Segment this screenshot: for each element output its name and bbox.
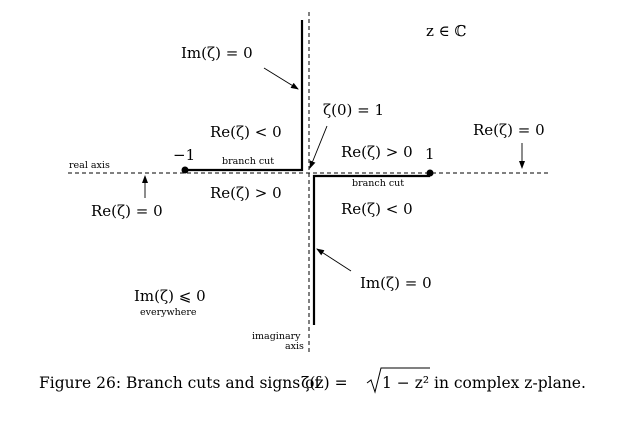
caption-suffix: in complex z-plane. — [434, 374, 586, 392]
caption-radicand: 1 − z² — [382, 374, 429, 392]
set-label: z ∈ ℂ — [426, 22, 467, 40]
caption-prefix: Figure 26: Branch cuts and signs of — [39, 374, 321, 392]
label-re-neg-upper: Re(ζ) < 0 — [210, 123, 282, 141]
label-re-zero-right: Re(ζ) = 0 — [473, 121, 545, 139]
branch-point-plus-one — [426, 169, 434, 177]
label-everywhere: everywhere — [140, 307, 197, 318]
label-imaginary-axis-1: imaginary — [252, 331, 301, 342]
label-re-pos-upper: Re(ζ) > 0 — [341, 143, 413, 161]
label-plus-one: 1 — [425, 145, 435, 163]
label-minus-one: −1 — [173, 146, 195, 164]
caption-radical-sign — [366, 367, 430, 394]
label-im-zero-top: Im(ζ) = 0 — [181, 44, 253, 62]
arrow-zeta-zero — [309, 125, 328, 169]
caption-formula-lhs: ζ(z) = — [301, 374, 348, 392]
label-real-axis: real axis — [69, 160, 110, 171]
figure-caption: Figure 26: Branch cuts and signs of ζ(z)… — [39, 367, 586, 394]
arrow-im-zero-bottom — [316, 248, 352, 272]
arrow-im-zero-top — [263, 67, 299, 90]
label-im-le-zero: Im(ζ) ⩽ 0 — [134, 287, 206, 305]
branch-cut-upper — [185, 20, 304, 172]
label-im-zero-bottom: Im(ζ) = 0 — [360, 274, 432, 292]
label-re-neg-lower: Re(ζ) < 0 — [341, 200, 413, 218]
label-branch-cut-right: branch cut — [352, 178, 404, 189]
branch-point-minus-one — [181, 166, 189, 174]
label-re-zero-left: Re(ζ) = 0 — [91, 202, 163, 220]
label-re-pos-lower: Re(ζ) > 0 — [210, 184, 282, 202]
branch-cut-lower — [312, 174, 430, 325]
label-zeta-zero: ζ(0) = 1 — [323, 101, 384, 119]
label-branch-cut-left: branch cut — [222, 156, 274, 167]
label-imaginary-axis-2: axis — [285, 341, 304, 352]
